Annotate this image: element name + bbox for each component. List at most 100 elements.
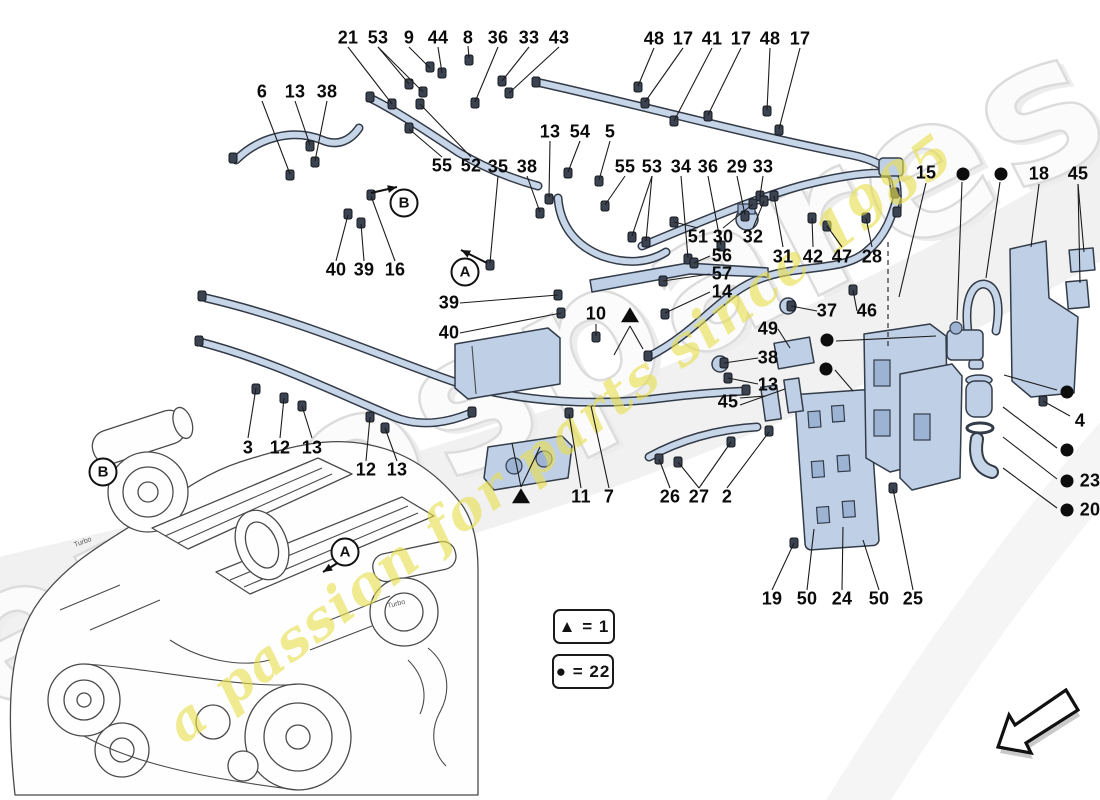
part-callout-8: 8 (462, 27, 474, 48)
leader-line (736, 175, 746, 216)
view-ref-arrow (460, 249, 488, 264)
insulation-pad-45c (1068, 247, 1096, 273)
part-callout-46: 46 (856, 300, 878, 321)
part-callout-5: 5 (604, 121, 616, 142)
leader-line (590, 405, 610, 489)
leader-line (852, 289, 858, 312)
leader-line (722, 203, 754, 229)
direction-arrow (995, 687, 1081, 759)
leader-line (419, 103, 472, 158)
part-callout-50: 50 (868, 588, 890, 609)
part-callout-6: 6 (256, 81, 268, 102)
part-callout-26: 26 (659, 486, 681, 507)
elbow-pipe (971, 434, 997, 477)
part-callout-38: 38 (516, 156, 538, 177)
part-callout-40: 40 (438, 322, 460, 343)
pipe-fitting (343, 208, 353, 220)
view-ref-arrow (370, 185, 398, 194)
legend-triangle: ▲ = 1 (553, 609, 615, 644)
part1-triangle-marker (621, 307, 639, 323)
part-callout-16: 16 (384, 259, 406, 280)
leader-line (862, 539, 880, 591)
leader-line (467, 45, 470, 59)
leader-line (707, 47, 742, 116)
part-callout-13: 13 (539, 121, 561, 142)
part-callout-44: 44 (427, 27, 449, 48)
leader-line (645, 175, 653, 242)
part-callout-35: 35 (487, 156, 509, 177)
part-callout-2: 2 (721, 486, 733, 507)
leader-line (548, 140, 551, 198)
leader-line (726, 431, 770, 489)
leader-line (301, 405, 313, 439)
part-callout-13: 13 (284, 81, 306, 102)
part-callout-19: 19 (761, 588, 783, 609)
leader-line (347, 46, 393, 105)
leader-line (631, 175, 653, 237)
leader-line (658, 458, 671, 489)
part-callout-20: 20 (1079, 499, 1100, 520)
part-callout-54: 54 (569, 121, 591, 142)
leader-line (834, 369, 854, 392)
leader-line (677, 461, 700, 489)
leader-line (680, 175, 689, 259)
leader-line (567, 140, 581, 173)
leader-line (335, 214, 349, 262)
canister-small (454, 327, 561, 400)
part-callout-13: 13 (386, 459, 408, 480)
leader-line (459, 312, 562, 334)
pipe-fitting (627, 231, 637, 243)
pipe-fitting (774, 124, 784, 136)
leader-lines-layer (247, 45, 1085, 591)
part-callout-41: 41 (701, 28, 723, 49)
leader-line (956, 181, 963, 321)
part-callout-25: 25 (902, 588, 924, 609)
leader-line (865, 217, 873, 248)
leader-line (279, 397, 285, 439)
leader-line (598, 140, 611, 181)
part-callout-48: 48 (643, 28, 665, 49)
part-callout-56: 56 (711, 245, 733, 266)
part-callout-21: 21 (337, 27, 359, 48)
part-callout-53: 53 (641, 156, 663, 177)
pipe-fitting (716, 240, 726, 252)
leader-line (693, 255, 711, 264)
part-callout-43: 43 (548, 27, 570, 48)
view-ref-A: A (450, 257, 480, 287)
leader-line (377, 46, 410, 85)
leader-line (759, 175, 764, 197)
part-callout-32: 32 (742, 226, 764, 247)
part-callout-48: 48 (759, 28, 781, 49)
leader-line (1002, 436, 1058, 480)
part-callout-51: 51 (687, 226, 709, 247)
leader-line (698, 441, 732, 489)
part-callout-28: 28 (861, 246, 883, 267)
leader-line (892, 488, 914, 591)
part-callout-29: 29 (726, 156, 748, 177)
leader-line (365, 416, 371, 462)
pipe-fitting (197, 290, 207, 302)
part-callout-13: 13 (301, 437, 323, 458)
leader-line (526, 175, 541, 213)
pipe-fitting (425, 61, 435, 73)
leader-line (568, 413, 582, 489)
leader-line (511, 442, 522, 488)
pipe-fitting (310, 156, 320, 168)
part-callout-39: 39 (438, 292, 460, 313)
view-ref-A: A (330, 537, 360, 567)
leader-line (985, 181, 1001, 279)
part22-dot-marker (1060, 474, 1074, 488)
pipe-fitting (531, 76, 541, 88)
part-callout-30: 30 (712, 226, 734, 247)
part22-dot-marker (820, 333, 834, 347)
leader-line (408, 128, 443, 158)
part-callout-45: 45 (717, 391, 739, 412)
pipe-fitting (890, 187, 900, 199)
leader-line (826, 225, 843, 248)
pipe-fitting (564, 407, 574, 419)
leader-line (637, 47, 655, 87)
part22-dot-marker (1060, 503, 1074, 517)
pipe-fitting (892, 206, 902, 218)
